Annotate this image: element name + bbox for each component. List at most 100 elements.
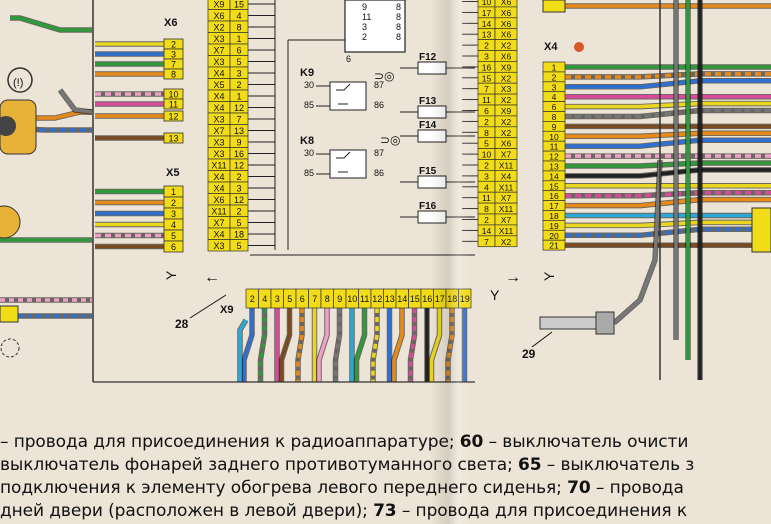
mid-block-pin: X2 — [501, 73, 512, 83]
fuse-f15 — [417, 175, 447, 189]
mid-block-num: 13 — [482, 30, 492, 40]
x9-wire — [333, 308, 342, 382]
x9-pin: 9 — [337, 294, 342, 304]
left-component-amber — [0, 99, 37, 155]
fuse-label: F16 — [419, 201, 437, 212]
mid-block-num: 11 — [482, 193, 491, 203]
x4-pin: 13 — [549, 162, 559, 172]
mid-block-num: 4 — [484, 182, 489, 192]
x4-pin: 15 — [549, 181, 559, 191]
left-block-num: 15 — [234, 0, 244, 10]
left-block-pin: X11 — [211, 161, 226, 171]
x5-pin: 2 — [171, 198, 176, 208]
left-block-num: 5 — [236, 218, 241, 228]
x9-pin: 13 — [385, 294, 395, 304]
left-block-num: 13 — [234, 126, 244, 136]
x9-pin: 11 — [360, 294, 369, 304]
x9-label: X9 — [220, 304, 233, 316]
left-block-pin: X7 — [213, 46, 224, 56]
left-block-num: 12 — [234, 103, 244, 113]
mid-block-pin: X6 — [501, 0, 512, 7]
mid-block-num: 10 — [482, 150, 492, 160]
x9-pin: 7 — [312, 294, 317, 304]
fuse-f16 — [417, 210, 447, 224]
relay-module-pin-right: 8 — [396, 2, 401, 12]
left-block-pin: X3 — [213, 115, 224, 125]
wire-left-gray — [58, 88, 93, 114]
left-block-num: 12 — [234, 195, 244, 205]
mid-block-pin: X2 — [501, 95, 512, 105]
x4-wire — [565, 138, 771, 148]
sensor-29-wire — [612, 159, 662, 325]
mid-block-pin: X11 — [499, 182, 514, 192]
caption-ref-number: 60 — [459, 432, 484, 452]
caption-line-2: выключатель фонарей заднего противотуман… — [0, 455, 694, 475]
x4-wire — [565, 101, 771, 109]
callout-28-leader — [189, 294, 227, 319]
x9-wire-cyan — [238, 319, 248, 382]
relay-k9-contact-icon — [336, 83, 351, 105]
relay-k9-pin-30: 30 — [304, 80, 314, 90]
left-block-pin: X4 — [213, 103, 224, 113]
relay-module-box — [344, 0, 406, 53]
left-component-round — [0, 205, 21, 239]
mid-block-num: 7 — [484, 84, 489, 94]
ground-symbol-x9: Y — [490, 287, 500, 303]
left-block-pin: X4 — [213, 92, 224, 102]
warning-lamp-symbol: (!) — [13, 77, 23, 89]
mid-block-num: 2 — [484, 161, 489, 171]
left-block-num: 5 — [236, 241, 241, 251]
left-block-pin: X6 — [213, 11, 224, 21]
relay-module-pin: 3 — [362, 22, 367, 32]
x4-indicator-dot — [574, 42, 584, 52]
relay-module-pin: 2 — [362, 32, 367, 42]
x6-pin: 8 — [171, 70, 176, 80]
left-block-num: 16 — [234, 149, 244, 159]
left-component-small — [0, 305, 19, 323]
left-block-pin: X5 — [213, 80, 224, 90]
relay-k9-pin-85: 85 — [304, 100, 314, 110]
relay-k8-contact-icon — [336, 151, 351, 173]
left-block-num: 3 — [236, 184, 241, 194]
right-edge-connector — [751, 207, 771, 253]
x9-wire — [392, 308, 404, 382]
caption-ref-number: 70 — [567, 478, 591, 498]
mid-block-pin: X2 — [501, 128, 512, 138]
relay-module-pin-right: 8 — [396, 32, 401, 42]
left-block-num: 18 — [234, 230, 244, 240]
relay-k8-pin-86: 86 — [374, 168, 384, 178]
mid-block-pin: X4 — [501, 171, 512, 181]
x9-cell — [458, 288, 472, 309]
relay-note: 6 — [346, 54, 351, 64]
mid-block-pin: X11 — [499, 204, 514, 214]
x6-cell — [163, 68, 184, 80]
x5-cell — [163, 240, 184, 253]
left-block-num: 5 — [236, 57, 241, 67]
x4-pin: 6 — [552, 102, 557, 112]
mid-block-num: 8 — [484, 204, 489, 214]
mid-block-pin: X11 — [499, 161, 514, 171]
x9-pin: 4 — [262, 294, 267, 304]
x4-wire — [565, 161, 771, 168]
callout-29: 29 — [522, 347, 536, 361]
callout-29-leader — [531, 331, 553, 348]
caption-text: выключатель фонарей заднего противотуман… — [0, 455, 519, 475]
x9-pin: 2 — [250, 294, 255, 304]
x5-pin: 6 — [171, 242, 176, 252]
x9-wire — [317, 308, 329, 382]
lamp-icon-2: ⊃◎ — [380, 133, 401, 147]
mid-block-num: 15 — [482, 73, 492, 83]
mid-block-num: 7 — [484, 237, 489, 247]
fuse-label: F14 — [419, 120, 437, 131]
relay-module-pin-right: 8 — [396, 22, 401, 32]
x4-pin: 19 — [549, 221, 559, 231]
x4-pin: 18 — [549, 211, 559, 221]
relay-k8-label: K8 — [300, 135, 314, 147]
wire-left-green-1 — [10, 16, 92, 32]
relay-k9-pin-86: 86 — [374, 100, 384, 110]
x4-pin: 21 — [549, 241, 559, 251]
x9-pin: 6 — [300, 294, 305, 304]
x4-pin: 10 — [549, 132, 559, 142]
mid-block-cell-pin — [494, 235, 518, 248]
